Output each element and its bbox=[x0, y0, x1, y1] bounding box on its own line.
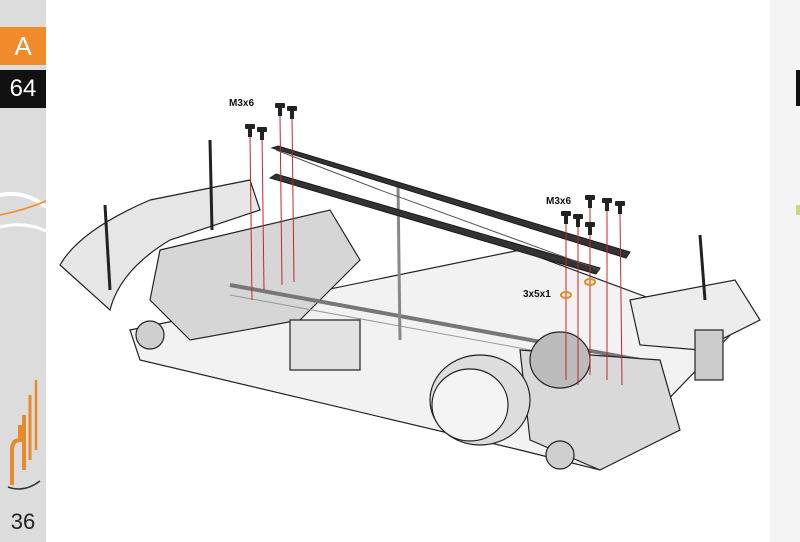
step-number: 64 bbox=[0, 70, 46, 108]
brand-logo-icon bbox=[7, 380, 41, 490]
right-margin bbox=[770, 0, 800, 542]
rear-arm bbox=[629, 279, 761, 351]
top-deck-plate bbox=[270, 145, 631, 259]
callout-screws-front: M3x6 bbox=[229, 98, 255, 109]
screw-icon bbox=[615, 201, 625, 214]
top-deck-plate bbox=[268, 173, 601, 275]
section-letter: A bbox=[0, 27, 46, 65]
spur-gear bbox=[529, 331, 591, 389]
center-post bbox=[396, 184, 402, 341]
servo bbox=[289, 319, 361, 371]
body-post bbox=[698, 234, 707, 301]
body-post bbox=[208, 139, 214, 231]
page-edge-marker-accent bbox=[796, 205, 800, 215]
screw-icon bbox=[257, 127, 267, 140]
sidebar-stripe bbox=[0, 191, 46, 233]
screw-icon bbox=[561, 211, 571, 224]
screw-icon bbox=[573, 214, 583, 227]
page-number: 36 bbox=[10, 509, 36, 534]
rear-shock bbox=[694, 329, 724, 381]
screw-icon bbox=[585, 222, 595, 235]
shim-icon bbox=[584, 278, 596, 286]
body-post bbox=[103, 204, 112, 291]
callout-screws-rear: M3x6 bbox=[546, 196, 572, 207]
page-edge-marker bbox=[796, 70, 800, 106]
screw-icon bbox=[287, 106, 297, 119]
chassis-assembly-drawing bbox=[59, 103, 761, 471]
screw-icon bbox=[585, 195, 595, 208]
shim-icon bbox=[560, 291, 572, 299]
screw-icon bbox=[602, 198, 612, 211]
callout-shim: 3x5x1 bbox=[523, 289, 551, 300]
screw-icon bbox=[245, 124, 255, 137]
screw-icon bbox=[275, 103, 285, 116]
